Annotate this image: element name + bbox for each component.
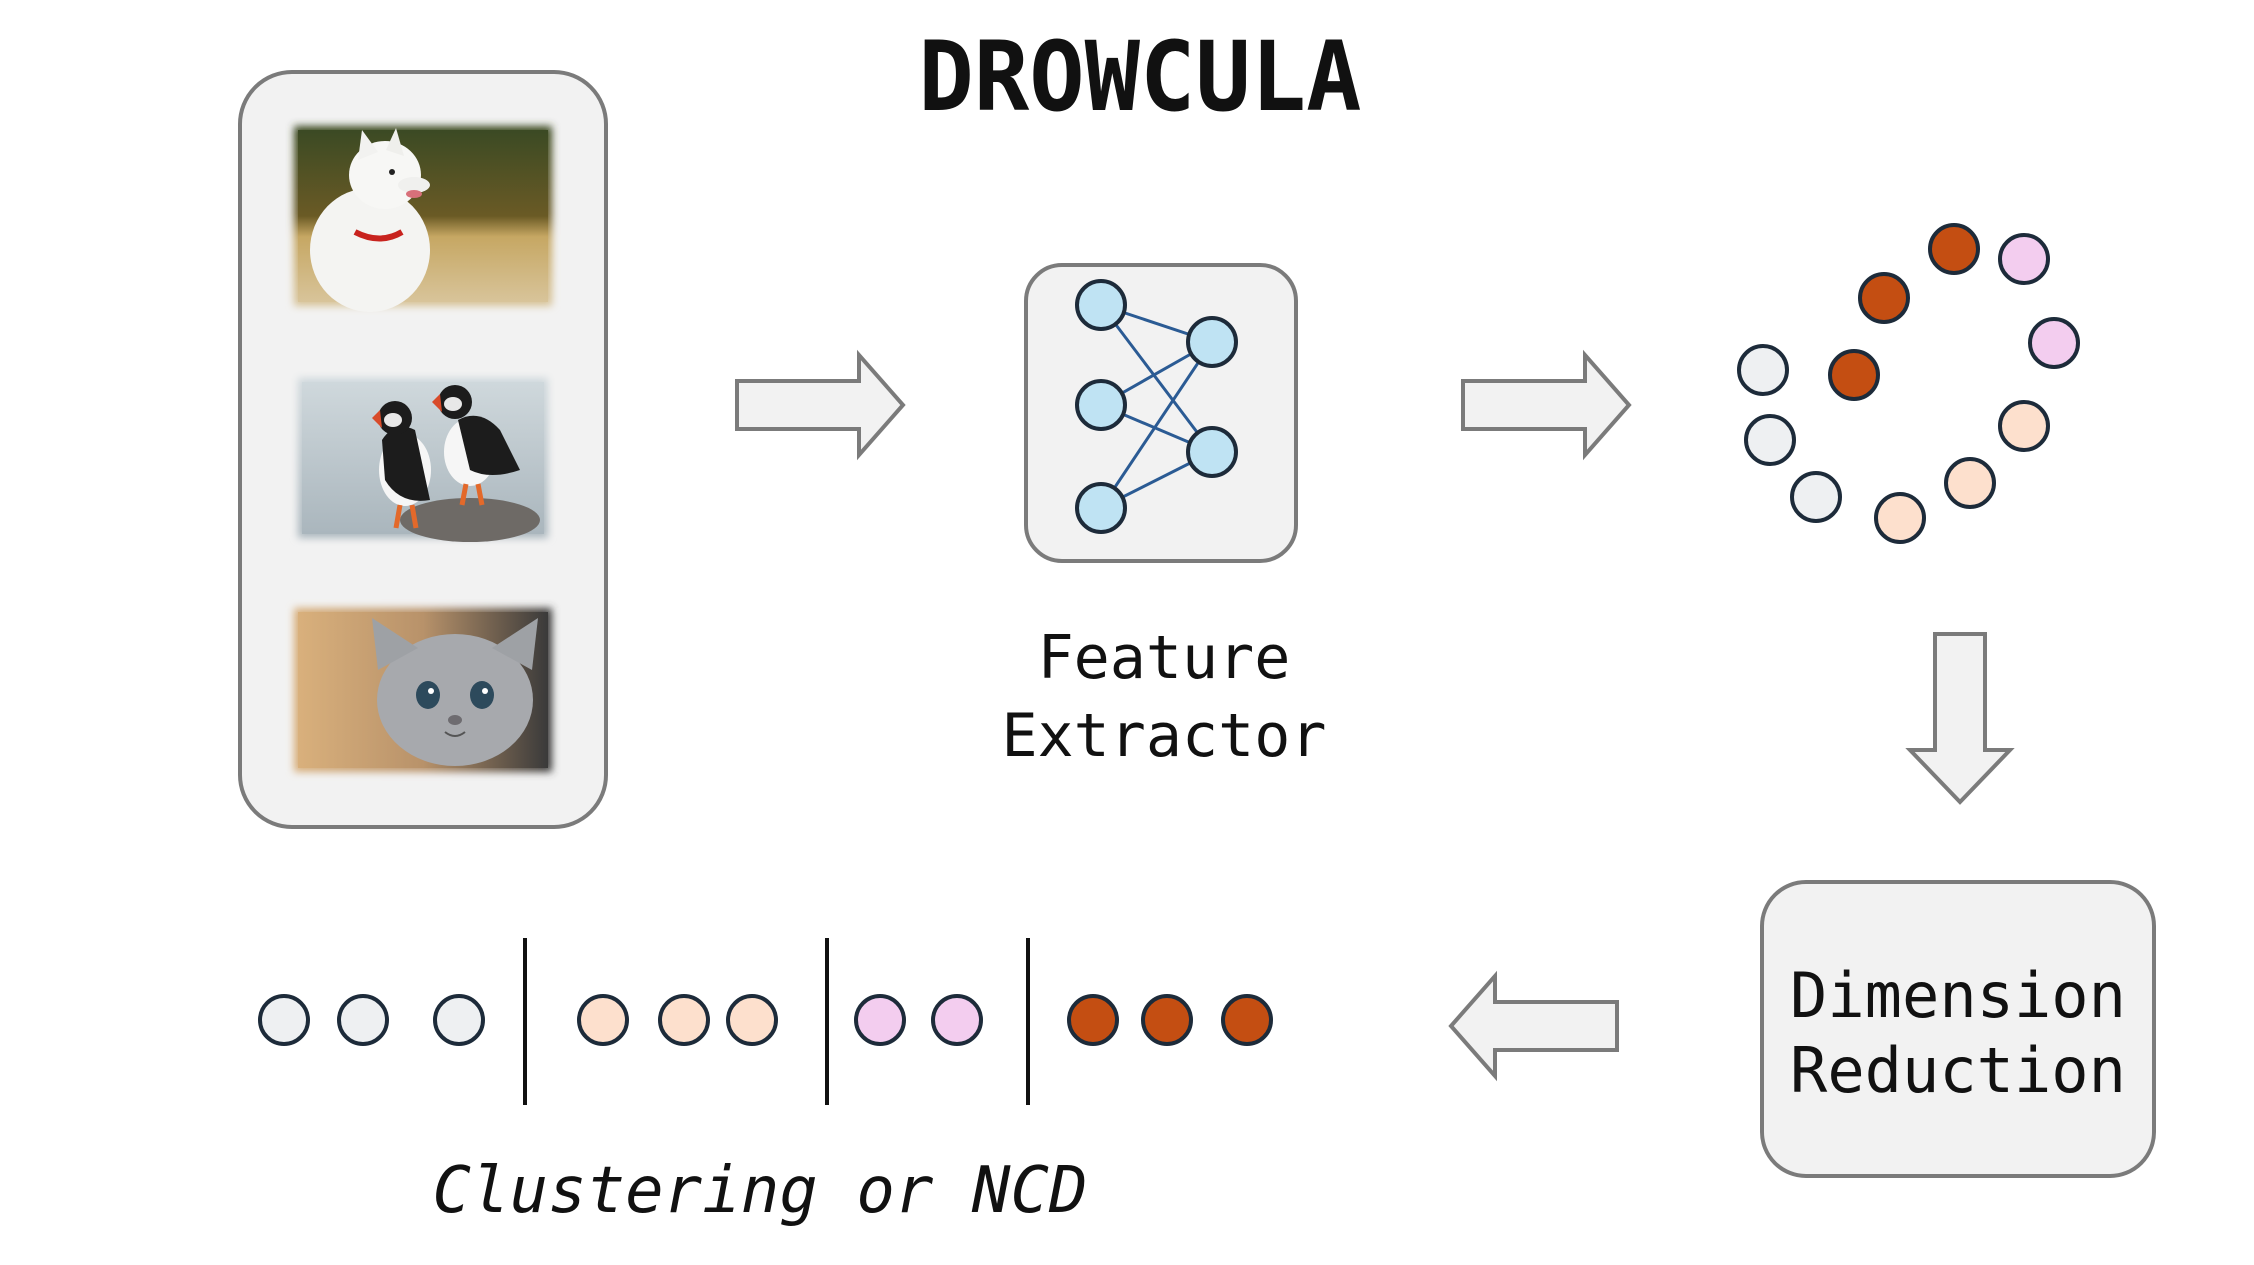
network-node [1075,279,1127,331]
dimension-reduction-panel [1760,880,2156,1178]
embedding-point [1874,492,1926,544]
dimension-reduction-label-line2: Reduction [1790,1034,2126,1107]
network-node [1075,482,1127,534]
network-node [1186,316,1238,368]
cluster-point [726,994,778,1046]
embedding-point [1944,457,1996,509]
neural-network-icon [1075,279,1238,534]
embedding-point [1828,349,1880,401]
puffins-photo [298,378,548,542]
network-node [1075,379,1127,431]
feature-embedding-scatter [1737,223,2080,544]
embedding-point [2028,317,2080,369]
arrow-left-icon [1448,970,1619,1082]
cluster-point [1141,994,1193,1046]
page-title: DROWCULA [918,21,1361,134]
feature-extractor-label-line1: Feature [1038,623,1291,693]
embedding-point [1737,344,1789,396]
cluster-point [337,994,389,1046]
network-edge [1099,341,1214,509]
embedding-point [1998,233,2050,285]
arrow-right-icon [1461,349,1632,461]
arrow-down-icon [1905,632,2015,805]
clustered-points-row [258,938,1273,1105]
feature-extractor-panel [1024,263,1298,563]
embedding-point [1744,414,1796,466]
embedding-point [1790,471,1842,523]
embedding-point [1858,272,1910,324]
cluster-point [854,994,906,1046]
cluster-point [577,994,629,1046]
cluster-point [433,994,485,1046]
dog-photo [294,126,552,312]
feature-extractor-label-line2: Extractor [1001,701,1326,771]
cluster-point [1067,994,1119,1046]
embedding-point [1998,400,2050,452]
arrow-right-icon [735,349,906,461]
cluster-point [258,994,310,1046]
dimension-reduction-label-line1: Dimension [1790,959,2126,1032]
network-node [1186,426,1238,478]
clustering-label: Clustering or NCD [432,1154,1087,1228]
cluster-point [931,994,983,1046]
kitten-photo [294,608,552,772]
cluster-point [1221,994,1273,1046]
network-edge [1099,304,1214,453]
embedding-point [1928,223,1980,275]
cluster-point [658,994,710,1046]
